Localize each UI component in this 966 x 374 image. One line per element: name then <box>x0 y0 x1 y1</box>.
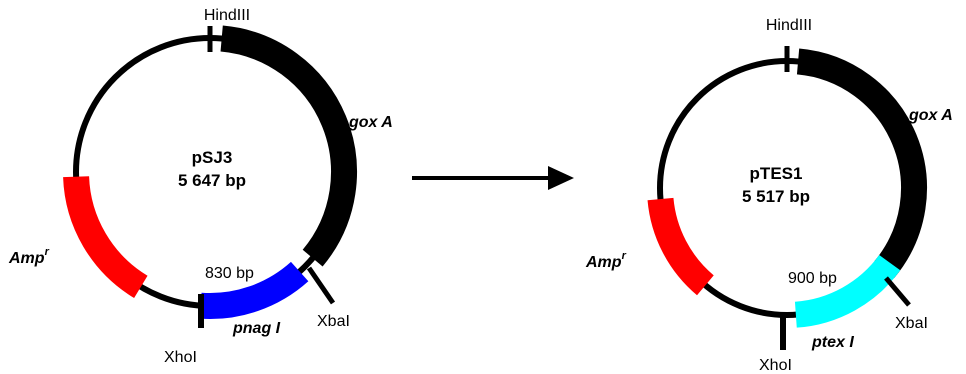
plasmid-ptes1: pTES1 5 517 bp HindIII gox A Ampr 900 bp… <box>585 17 953 374</box>
plasmid-psj3-hindiii-label: HindIII <box>204 7 250 24</box>
plasmid-ptes1-hindiii-label: HindIII <box>766 17 812 34</box>
plasmid-psj3-insert-gene-label: pnag I <box>232 320 281 337</box>
plasmid-ptes1-insert-gene-label: ptex I <box>811 334 854 351</box>
conversion-arrow <box>412 166 574 190</box>
plasmid-psj3-ampr-text: Amp <box>8 250 45 267</box>
plasmid-ptes1-insert-segment <box>794 254 901 328</box>
plasmid-ptes1-name: pTES1 <box>750 164 803 183</box>
plasmid-psj3-goxa-segment <box>220 25 357 267</box>
plasmid-ptes1-ampr-text: Amp <box>585 254 622 271</box>
plasmid-ptes1-xbai-label: XbaI <box>895 315 928 332</box>
plasmid-ptes1-insert-size-label: 900 bp <box>788 270 837 287</box>
plasmid-psj3-name: pSJ3 <box>192 148 233 167</box>
plasmid-psj3-insert-segment <box>199 261 309 319</box>
plasmid-psj3-xhoi-label: XhoI <box>164 349 197 366</box>
plasmid-psj3-xbai-tick <box>306 266 336 305</box>
plasmid-psj3-ampr-sup: r <box>45 246 50 258</box>
plasmid-psj3-goxa-label: gox A <box>348 114 393 131</box>
plasmid-ptes1-size: 5 517 bp <box>742 187 810 206</box>
plasmid-psj3: pSJ3 5 647 bp HindIII gox A Ampr 830 bp … <box>8 7 393 366</box>
plasmid-ptes1-ampr-label: Ampr <box>585 250 627 271</box>
plasmid-ptes1-goxa-label: gox A <box>908 107 953 124</box>
plasmid-ptes1-goxa-segment <box>796 48 927 278</box>
plasmid-psj3-insert-size-label: 830 bp <box>205 265 254 282</box>
plasmid-psj3-size: 5 647 bp <box>178 171 246 190</box>
plasmid-psj3-xbai-label: XbaI <box>317 313 350 330</box>
plasmid-ptes1-xhoi-label: XhoI <box>759 357 792 374</box>
plasmid-ptes1-xbai-tick <box>884 276 911 307</box>
plasmid-psj3-ampr-label: Ampr <box>8 246 50 267</box>
plasmid-psj3-ampr-segment <box>63 175 148 298</box>
plasmid-ptes1-ampr-sup: r <box>622 250 627 262</box>
plasmid-ptes1-ampr-segment <box>647 197 715 296</box>
